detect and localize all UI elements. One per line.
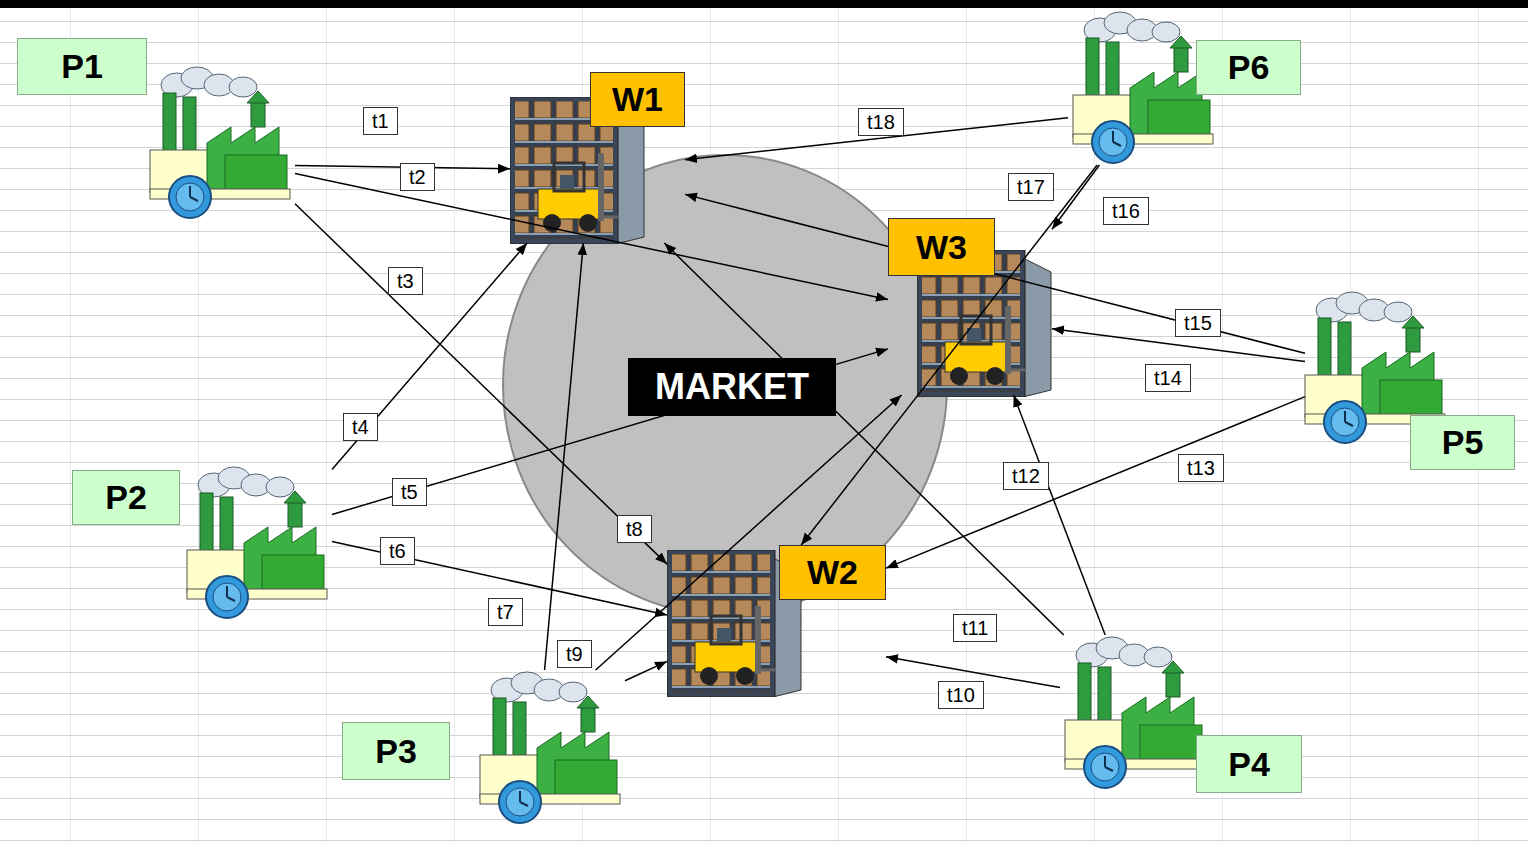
plant-label-box: P6 — [1196, 40, 1301, 95]
warehouse-name: W1 — [612, 80, 663, 119]
flow-label: t15 — [1175, 309, 1221, 337]
flow-arrow — [685, 194, 1305, 353]
plant-node: P3 — [342, 670, 625, 825]
flow-arrow — [545, 243, 584, 670]
flow-label: t6 — [380, 537, 415, 565]
plant-name: P4 — [1228, 745, 1270, 784]
market-node: MARKET — [628, 358, 836, 416]
market-label-box: MARKET — [628, 358, 836, 416]
warehouse-label-box: W2 — [779, 545, 886, 600]
warehouse-node: W3 — [888, 218, 1052, 395]
flow-label: t8 — [617, 515, 652, 543]
flow-arrow — [295, 173, 888, 299]
factory-icon — [1073, 12, 1213, 163]
factory-icon — [480, 672, 620, 823]
plant-label-box: P2 — [72, 470, 180, 525]
plant-name: P3 — [375, 732, 417, 771]
flow-arrow — [332, 243, 527, 470]
warehouse-name: W3 — [916, 228, 967, 267]
flow-label: t13 — [1178, 454, 1224, 482]
plant-name: P5 — [1442, 423, 1484, 462]
warehouse-node: W1 — [510, 72, 685, 243]
flow-arrow — [664, 243, 1063, 635]
market-name: MARKET — [655, 366, 809, 408]
plant-label-box: P1 — [17, 38, 147, 95]
warehouse-node: W2 — [667, 545, 886, 697]
plant-label-box: P5 — [1410, 415, 1515, 470]
flow-label: t18 — [858, 108, 904, 136]
flow-label: t14 — [1145, 364, 1191, 392]
factory-icon — [187, 467, 327, 618]
flow-label: t12 — [1003, 462, 1049, 490]
plant-name: P2 — [105, 478, 147, 517]
flow-label: t4 — [343, 413, 378, 441]
flow-arrow — [801, 165, 1097, 545]
plant-label-box: P4 — [1196, 735, 1302, 793]
flow-arrow — [625, 661, 667, 680]
flow-arrow — [295, 204, 667, 564]
flow-label: t10 — [938, 681, 984, 709]
flow-label: t2 — [400, 163, 435, 191]
plant-name: P1 — [61, 47, 103, 86]
flow-label: t3 — [388, 267, 423, 295]
flow-arrow — [1014, 395, 1106, 635]
flow-label: t11 — [953, 614, 997, 642]
plant-node: P2 — [72, 465, 332, 620]
plant-node: P6 — [1068, 10, 1301, 165]
flow-label: t17 — [1008, 173, 1054, 201]
top-band — [0, 0, 1528, 8]
factory-icon — [150, 67, 290, 218]
warehouse-label-box: W1 — [590, 72, 685, 127]
plant-label-box: P3 — [342, 722, 450, 780]
flow-label: t7 — [488, 598, 523, 626]
flow-label: t9 — [557, 640, 592, 668]
flow-arrow — [1052, 165, 1099, 229]
flow-label: t16 — [1103, 197, 1149, 225]
plant-node: P1 — [17, 38, 295, 220]
flow-arrow — [596, 395, 902, 670]
flow-label: t5 — [392, 478, 427, 506]
warehouse-name: W2 — [807, 553, 858, 592]
factory-icon — [1065, 637, 1205, 788]
flow-arrow — [886, 397, 1305, 569]
plant-node: P5 — [1305, 290, 1515, 470]
plant-node: P4 — [1060, 635, 1302, 793]
warehouse-label-box: W3 — [888, 218, 995, 276]
flow-label: t1 — [363, 107, 398, 135]
plant-name: P6 — [1228, 48, 1270, 87]
flow-arrow — [332, 349, 888, 515]
